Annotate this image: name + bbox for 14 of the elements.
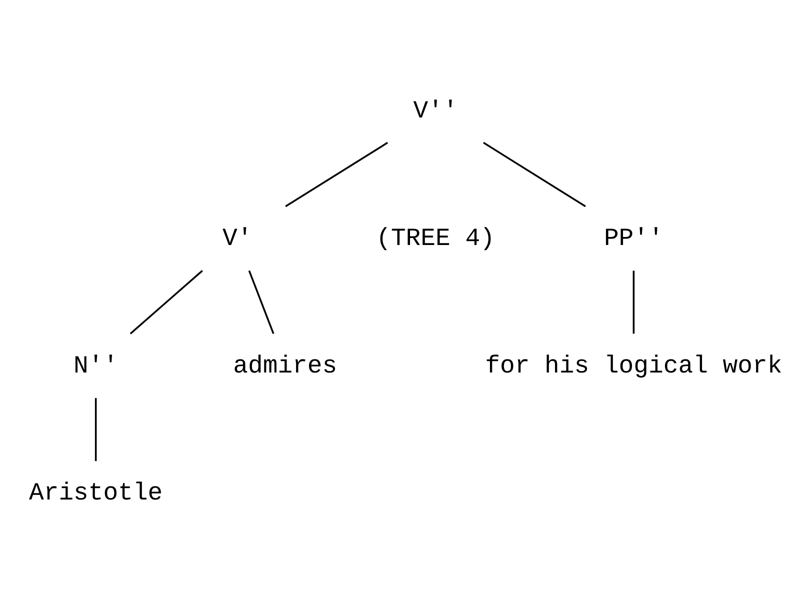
connector (248, 270, 274, 334)
connector (483, 141, 586, 207)
connector (130, 270, 203, 334)
node-text: V' (222, 224, 252, 252)
connector (94, 398, 97, 461)
node-text: for his logical work (485, 352, 782, 380)
node-text: V'' (413, 96, 458, 125)
node-text: PP'' (604, 224, 664, 252)
node-text: N'' (74, 352, 118, 380)
connector (632, 270, 635, 334)
label: (TREE 4) (376, 224, 495, 252)
node-text: Aristotle (28, 479, 163, 508)
connector (285, 141, 388, 207)
node-text: admires (233, 352, 338, 380)
